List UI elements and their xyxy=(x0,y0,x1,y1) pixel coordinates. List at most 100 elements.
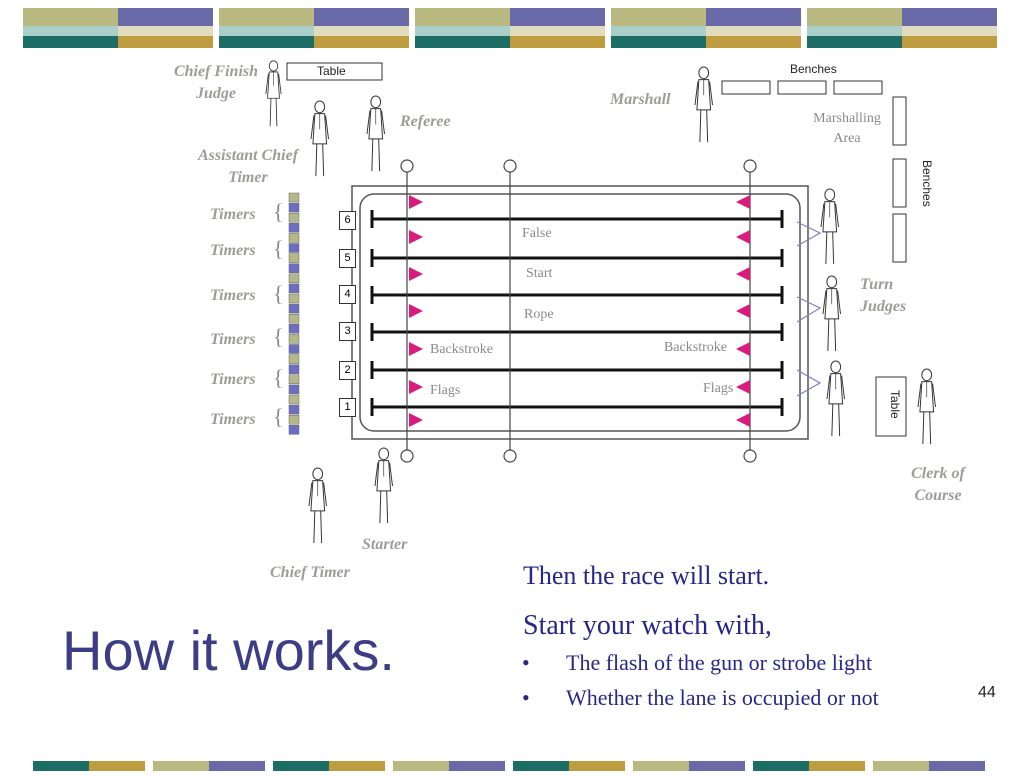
timer-square xyxy=(288,212,300,223)
bottom-banner-segment xyxy=(689,761,745,771)
bench-side-1 xyxy=(892,96,907,146)
bottom-banner-segment xyxy=(809,761,865,771)
timer-square xyxy=(288,354,300,364)
turn-judge-arrow-1 xyxy=(796,221,822,247)
flags-left-label: Flags xyxy=(430,383,461,398)
bottom-banner-segment xyxy=(33,761,89,771)
timer-square xyxy=(288,243,300,253)
benches-side-label: Benches xyxy=(920,160,934,207)
turn-judges-label: Turn Judges xyxy=(860,276,907,315)
timers-brace-5: { xyxy=(273,236,284,261)
turn-judge-figure-3 xyxy=(826,360,846,437)
pool-inner-outline xyxy=(359,193,801,432)
lane-rope xyxy=(370,361,784,379)
bottom-banner-segment xyxy=(393,761,449,771)
lane-number-3: 3 xyxy=(339,322,356,341)
top-banner-block xyxy=(23,8,213,48)
backstroke-flag-right xyxy=(736,230,750,244)
backstroke-flag-right xyxy=(736,380,750,394)
lane-number-1: 1 xyxy=(339,398,356,417)
bottom-banner-segment xyxy=(513,761,569,771)
backstroke-flag-right xyxy=(736,413,750,427)
lane-number-2: 2 xyxy=(339,361,356,380)
top-banner xyxy=(23,8,1003,48)
chief-finish-judge-figure xyxy=(265,60,282,127)
turn-judge-arrow-2 xyxy=(796,296,822,323)
chief-timer-figure xyxy=(308,467,328,544)
assistant-chief-timer-figure xyxy=(310,100,330,177)
timers-label-2: Timers xyxy=(210,371,256,388)
backstroke-flag-left xyxy=(409,195,423,209)
timers-brace-1: { xyxy=(273,404,284,429)
bullet-marker-2: • xyxy=(522,685,530,710)
lane-rope xyxy=(370,323,784,341)
timer-square xyxy=(288,263,300,273)
page-number: 44 xyxy=(978,684,996,701)
clerk-of-course-label: Clerk of Course xyxy=(911,465,965,504)
top-banner-graphic xyxy=(23,8,997,48)
pole-bottom-middle xyxy=(503,449,517,463)
starter-figure xyxy=(374,447,394,524)
bench-top-1 xyxy=(721,80,771,95)
bench-side-3 xyxy=(892,213,907,263)
referee-figure xyxy=(366,95,386,172)
timer-square xyxy=(288,384,300,395)
timer-square xyxy=(288,283,300,294)
chief-timer-label: Chief Timer xyxy=(270,564,350,581)
lane-rope xyxy=(370,286,784,304)
timers-label-4: Timers xyxy=(210,287,256,304)
bench-top-2 xyxy=(777,80,827,95)
bottom-banner-graphic xyxy=(33,761,985,771)
bottom-banner-segment xyxy=(89,761,145,771)
bottom-banner-segment xyxy=(153,761,209,771)
bullet-text-2: Whether the lane is occupied or not xyxy=(566,685,879,710)
benches-top-label: Benches xyxy=(790,62,837,76)
backstroke-flag-left xyxy=(409,267,423,281)
timer-square xyxy=(288,364,300,374)
pole-bottom-left xyxy=(400,449,414,463)
backstroke-flag-left xyxy=(409,380,423,394)
timer-square xyxy=(288,313,300,324)
table-top-label: Table xyxy=(317,64,346,78)
lane-number-5: 5 xyxy=(339,249,356,268)
lane-rope xyxy=(370,249,784,267)
bottom-banner-segment xyxy=(569,761,625,771)
timers-label-3: Timers xyxy=(210,331,256,348)
bottom-banner-segment xyxy=(329,761,385,771)
start-label: Start xyxy=(526,266,553,281)
timer-square xyxy=(288,324,300,334)
backstroke-flag-right xyxy=(736,195,750,209)
timers-label-5: Timers xyxy=(210,242,256,259)
pole-top-left xyxy=(400,159,414,173)
bench-top-3 xyxy=(833,80,883,95)
timer-square xyxy=(288,253,300,263)
text-line-1: Then the race will start. xyxy=(523,561,770,590)
timers-brace-2: { xyxy=(273,365,284,390)
bench-side-2 xyxy=(892,158,907,208)
top-banner-block xyxy=(219,8,409,48)
marshalling-area-label: Marshalling Area xyxy=(813,111,881,146)
bottom-banner-segment xyxy=(929,761,985,771)
timers-brace-3: { xyxy=(273,324,284,349)
false-label: False xyxy=(522,226,552,241)
table-top-box xyxy=(286,62,383,81)
bottom-banner-segment xyxy=(273,761,329,771)
referee-label: Referee xyxy=(400,113,451,130)
timer-square xyxy=(288,303,300,314)
timer-square xyxy=(288,374,300,385)
backstroke-flag-right xyxy=(736,267,750,281)
turn-judge-figure-1 xyxy=(820,188,840,265)
lane-rope xyxy=(370,210,784,228)
top-banner-block xyxy=(611,8,801,48)
pole-bottom-right xyxy=(743,449,757,463)
pole-top-right xyxy=(743,159,757,173)
bottom-banner xyxy=(0,758,1024,771)
table-right-label: Table xyxy=(888,390,902,419)
timer-square xyxy=(288,414,300,425)
bottom-banner-segment xyxy=(209,761,265,771)
timers-brace-4: { xyxy=(273,281,284,306)
timer-square xyxy=(288,202,300,213)
backstroke-left-label: Backstroke xyxy=(430,342,493,357)
timer-square xyxy=(288,394,300,405)
bullet-text-1: The flash of the gun or strobe light xyxy=(566,650,873,675)
